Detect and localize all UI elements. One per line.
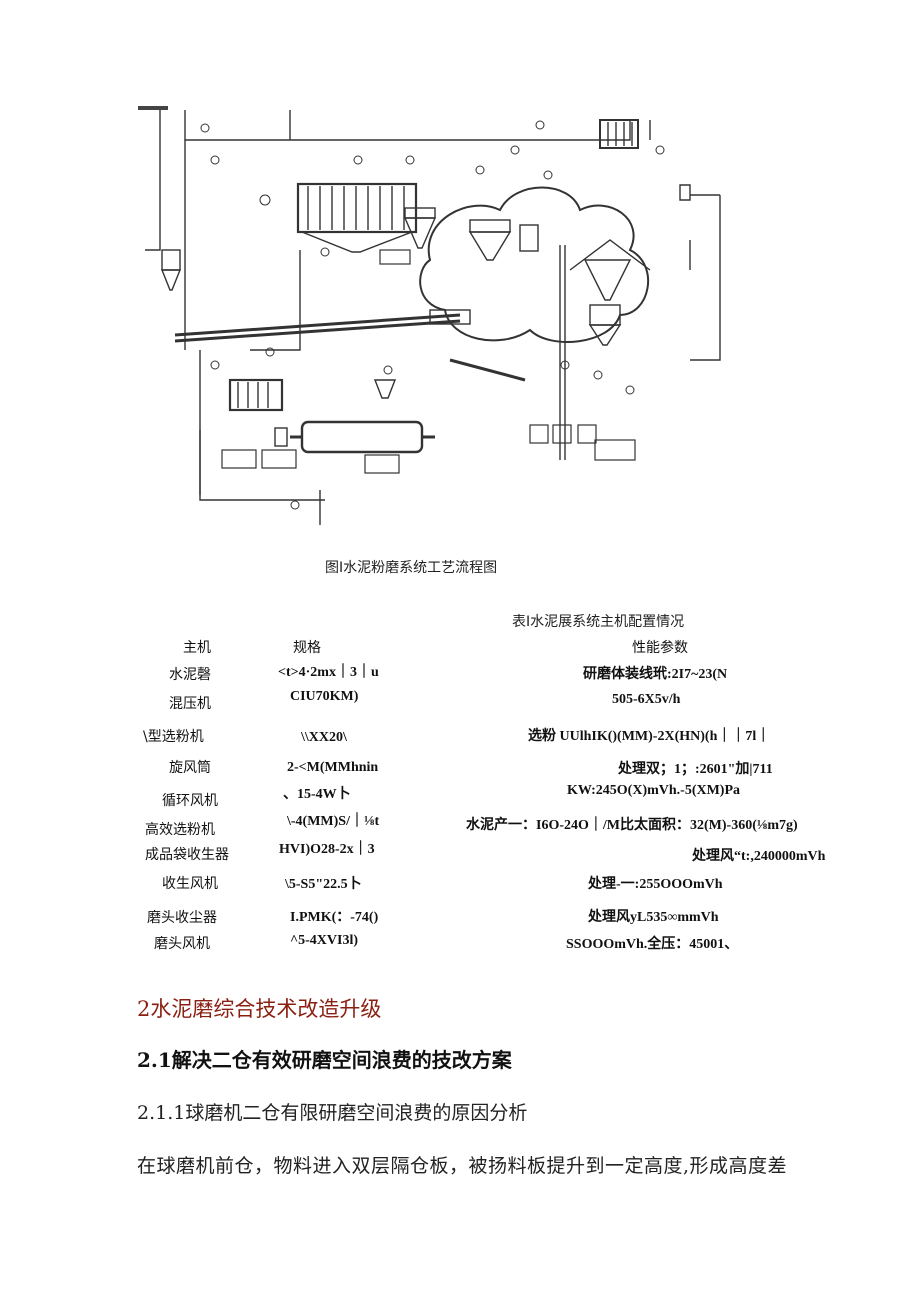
table-cell-params: 505-6X5v/h: [612, 692, 681, 707]
piping-network: [145, 110, 721, 525]
instrument-symbols: [200, 120, 665, 510]
table-cell-spec: <t>4·2mx｜3｜u: [278, 665, 379, 680]
table-cell-host: 收生风机: [162, 876, 218, 892]
table-cell-params: 处理双；1；:2601"加|711: [618, 762, 773, 777]
figure-caption: 图I水泥粉磨系统工艺流程图: [325, 560, 498, 576]
motor-groups: [221, 249, 636, 474]
table-cell-spec: \-4(MM)S/｜⅛t: [287, 814, 380, 829]
table-cell-host: 混压机: [169, 696, 211, 712]
table-cell-host: \型选粉机: [143, 729, 204, 745]
table-cell-params: 水泥产一：I6O-24O｜/M比太面积：32(M)-360(⅛m7g): [466, 818, 798, 833]
table-header-spec: 规格: [293, 640, 321, 656]
table-cell-params: SSOOOmVh.全压：45001、: [566, 937, 739, 952]
highlight-cloud: [419, 186, 649, 343]
table-cell-params: 处理-一:255OOOmVh: [588, 877, 723, 892]
table-cell-params: 研磨体装线玳:2I7~23(N: [583, 667, 728, 682]
cyclone-left: [160, 249, 182, 291]
table-cell-spec: CIU70KM): [290, 689, 359, 704]
bag-filter-small: [599, 119, 691, 201]
table-cell-params: KW:245O(X)mVh.-5(XM)Pa: [567, 783, 741, 798]
table-cell-host: 磨头收尘器: [147, 910, 217, 926]
process-flow-diagram: [138, 106, 721, 525]
table-cell-host: 旋风筒: [169, 760, 211, 776]
cyclone-right: [583, 259, 632, 346]
section-heading-2-1: 2.1解决二仓有效研磨空间浪费的技改方案: [137, 1048, 512, 1072]
table-cell-spec: ^5-4XVI3l): [290, 933, 359, 948]
section-heading-2-1-1: 2.1.1球磨机二仓有限研磨空间浪费的原因分析: [137, 1102, 528, 1124]
table-cell-spec: \5-S5"22.5卜: [285, 877, 362, 892]
roller-press: [228, 378, 284, 412]
inclined-conveyor: [174, 309, 526, 382]
table-cell-host: 高效选粉机: [145, 822, 215, 838]
table-cell-params: 处理风yL535∞mmVh: [588, 910, 719, 925]
table-cell-spec: I.PMK(：-74(): [290, 910, 379, 925]
powder-separator: [403, 207, 539, 261]
body-paragraph: 在球磨机前仓，物料进入双层隔仓板，被扬料板提升到一定高度,形成高度差: [137, 1155, 788, 1177]
table-cell-spec: 2-<M(MMhnin: [287, 760, 379, 775]
table-cell-host: 水泥磬: [169, 667, 211, 683]
table-cell-host: 成品袋收生器: [145, 847, 229, 863]
table-header-host: 主机: [183, 640, 211, 656]
table-cell-host: 磨头风机: [154, 936, 210, 952]
table-cell-spec: HVI)O28-2x｜3: [279, 842, 375, 857]
cement-hopper: [373, 379, 397, 399]
table-cell-params: 处理风“t:,240000mVh: [692, 849, 826, 864]
table-cell-spec: \\XX20\: [301, 730, 347, 745]
table-cell-spec: 、15-4W卜: [283, 787, 351, 802]
diagram-corner-label: [138, 106, 168, 110]
table-cell-params: 选粉 UUlhIK()(MM)-2X(HN)(h｜｜7l｜: [528, 729, 771, 744]
bag-dust-collector: [296, 182, 418, 253]
table-cell-host: 循环风机: [162, 793, 218, 809]
table-title: 表I水泥展系统主机配置情况: [512, 614, 685, 630]
table-header-params: 性能参数: [632, 640, 688, 656]
ball-mill: [274, 420, 435, 454]
section-heading-2: 2水泥磨综合技术改造升级: [137, 997, 382, 1021]
